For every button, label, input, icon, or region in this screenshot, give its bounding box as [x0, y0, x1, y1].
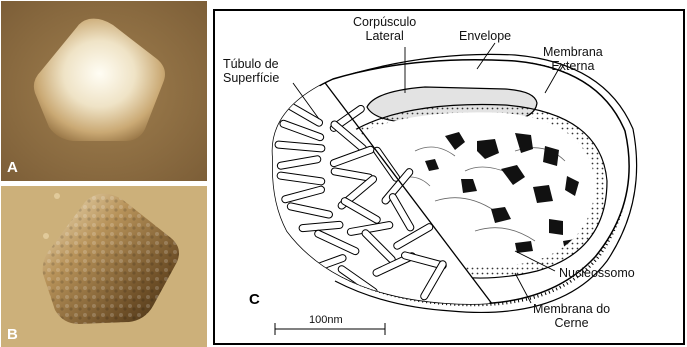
panel-label-a: A	[7, 159, 18, 176]
label-membrana-cerne: Membrana do Cerne	[533, 302, 610, 330]
panel-label-b: B	[7, 326, 18, 343]
label-nucleossomo: Nucleossomo	[559, 266, 635, 280]
label-membrana-externa: Membrana Externa	[543, 45, 603, 73]
panel-c-schematic: C Corpúsculo Lateral Envelope Membrana E…	[213, 9, 685, 345]
label-envelope: Envelope	[459, 29, 511, 43]
virion-height-image	[1, 1, 207, 181]
panel-label-c: C	[249, 291, 260, 308]
virion-schematic-drawing	[215, 11, 683, 343]
label-tubulo-superficie: Túbulo de Superfície	[223, 57, 279, 85]
panel-b-afm-image: B	[1, 186, 207, 347]
label-corpusculo-lateral: Corpúsculo Lateral	[353, 15, 416, 43]
panel-a-afm-image: A	[1, 1, 207, 181]
virion-amplitude-image	[1, 186, 207, 347]
scale-bar-label: 100nm	[309, 313, 343, 327]
